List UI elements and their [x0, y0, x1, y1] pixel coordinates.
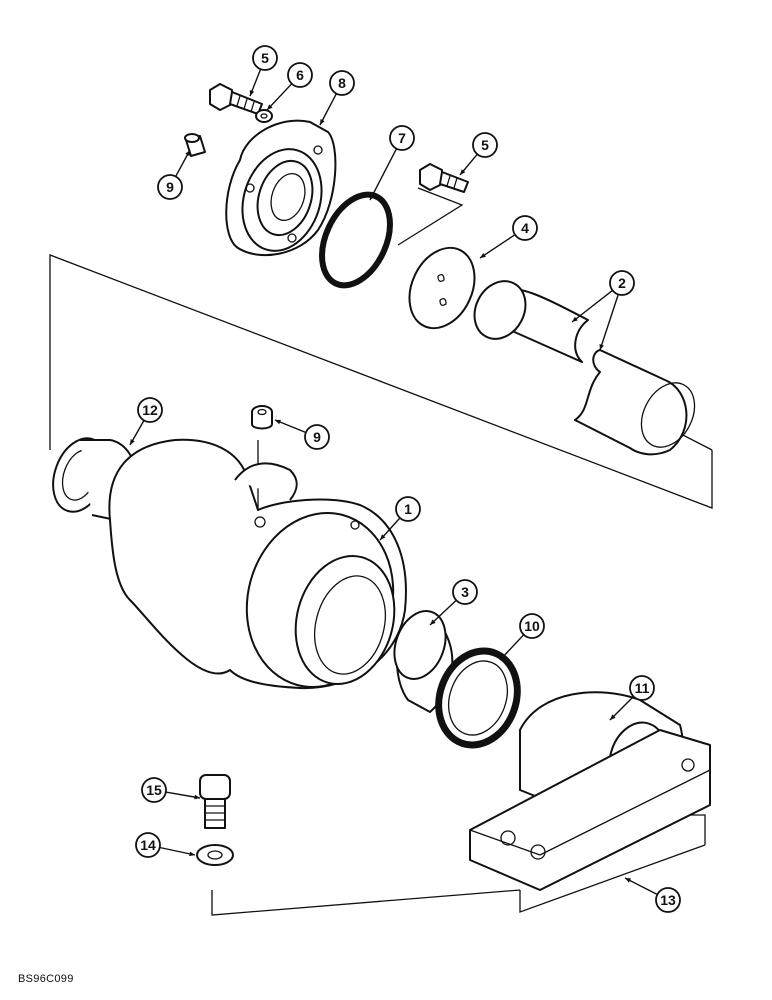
callout-12: 12: [129, 397, 163, 446]
callout-arrowhead: [572, 316, 578, 322]
bolt-part: [199, 774, 231, 829]
callout-circle: [141, 777, 167, 803]
callout-5: 5: [459, 132, 498, 176]
callout-number: 9: [313, 429, 321, 445]
callout-circle: [629, 675, 655, 701]
o-ring-part: [319, 191, 393, 289]
base-plate-part: [469, 729, 711, 891]
callout-leader-line: [274, 419, 307, 434]
callout-number: 12: [142, 402, 158, 418]
callout-circle: [452, 579, 478, 605]
callout-arrowhead: [267, 104, 273, 110]
callout-number: 8: [338, 75, 346, 91]
callout-3: 3: [429, 579, 478, 626]
callout-leader-line: [429, 599, 457, 626]
callout-circle: [512, 215, 538, 241]
callout-9: 9: [157, 149, 191, 200]
callout-leader-line: [571, 289, 613, 323]
callout-leader-line: [479, 234, 516, 259]
callout-number: 10: [524, 618, 540, 634]
callout-arrowhead: [599, 344, 604, 350]
callout-circle: [304, 424, 330, 450]
callout-leader-line: [624, 877, 658, 896]
callout-circle: [519, 613, 545, 639]
seal-part: [435, 647, 521, 749]
callout-7: 7: [369, 125, 415, 201]
callout-number: 1: [404, 501, 412, 517]
callout-circle: [609, 270, 635, 296]
callout-circle: [135, 832, 161, 858]
callout-arrowhead: [275, 419, 281, 425]
pipe-plug-part-2: [251, 405, 273, 430]
cap-screw-part-2: [419, 163, 469, 193]
callout-13: 13: [624, 877, 681, 913]
callout-circle: [472, 132, 498, 158]
callout-leader-line: [159, 846, 196, 856]
callout-arrowhead: [130, 439, 135, 445]
callout-11: 11: [609, 675, 655, 721]
callout-leader-line: [165, 791, 201, 799]
callout-arrowhead: [185, 150, 190, 156]
callout-number: 2: [618, 275, 626, 291]
callout-circle: [395, 496, 421, 522]
washer-part: [196, 844, 234, 866]
callout-6: 6: [266, 62, 313, 111]
callout-leader-line: [319, 93, 338, 126]
callout-circle: [137, 397, 163, 423]
callout-leader-line: [369, 148, 398, 201]
callout-arrowhead: [430, 619, 436, 625]
callout-10: 10: [499, 613, 545, 661]
callout-number: 9: [166, 179, 174, 195]
callout-arrowhead: [500, 654, 506, 660]
callout-number: 15: [146, 782, 162, 798]
callout-arrowhead: [460, 169, 466, 175]
callout-circle: [655, 887, 681, 913]
callout-arrowhead: [380, 534, 386, 540]
roller-body-part: [108, 438, 407, 690]
callout-circle: [252, 45, 278, 71]
lock-washer-part: [255, 109, 273, 123]
shaft-part: [473, 280, 696, 456]
callout-number: 6: [296, 67, 304, 83]
callout-number: 13: [660, 892, 676, 908]
callout-number: 4: [521, 220, 529, 236]
callout-arrowhead: [480, 253, 486, 258]
callout-arrowhead: [625, 878, 631, 883]
callout-arrowhead: [370, 194, 375, 200]
callout-14: 14: [135, 832, 196, 858]
callout-leader-line: [499, 634, 525, 661]
drawing-code: BS96C099: [18, 973, 74, 985]
callout-arrowhead: [189, 851, 195, 857]
callout-arrowhead: [610, 714, 616, 720]
retainer-plate-part: [408, 246, 476, 330]
callout-2: 2: [571, 270, 635, 351]
callout-leader-line: [266, 83, 293, 111]
callout-number: 5: [261, 50, 269, 66]
callout-circle: [157, 174, 183, 200]
pipe-plug-part: [184, 133, 206, 157]
callout-number: 5: [481, 137, 489, 153]
flange-cap-part: [225, 119, 337, 257]
callout-circle: [329, 70, 355, 96]
callout-number: 7: [398, 130, 406, 146]
callout-number: 14: [140, 837, 156, 853]
callout-4: 4: [479, 215, 538, 259]
callout-arrowhead: [194, 794, 200, 800]
callout-5: 5: [249, 45, 278, 97]
callout-circle: [389, 125, 415, 151]
cap-screw-part: [209, 83, 263, 115]
callout-15: 15: [141, 777, 201, 803]
callout-1: 1: [379, 496, 421, 541]
callout-8: 8: [319, 70, 355, 126]
callout-arrowhead: [249, 90, 255, 96]
callout-arrowhead: [320, 119, 325, 125]
callout-leader-line: [599, 294, 619, 351]
callout-number: 11: [635, 680, 650, 696]
callout-number: 3: [461, 584, 469, 600]
callout-9: 9: [274, 419, 330, 450]
callout-circle: [287, 62, 313, 88]
